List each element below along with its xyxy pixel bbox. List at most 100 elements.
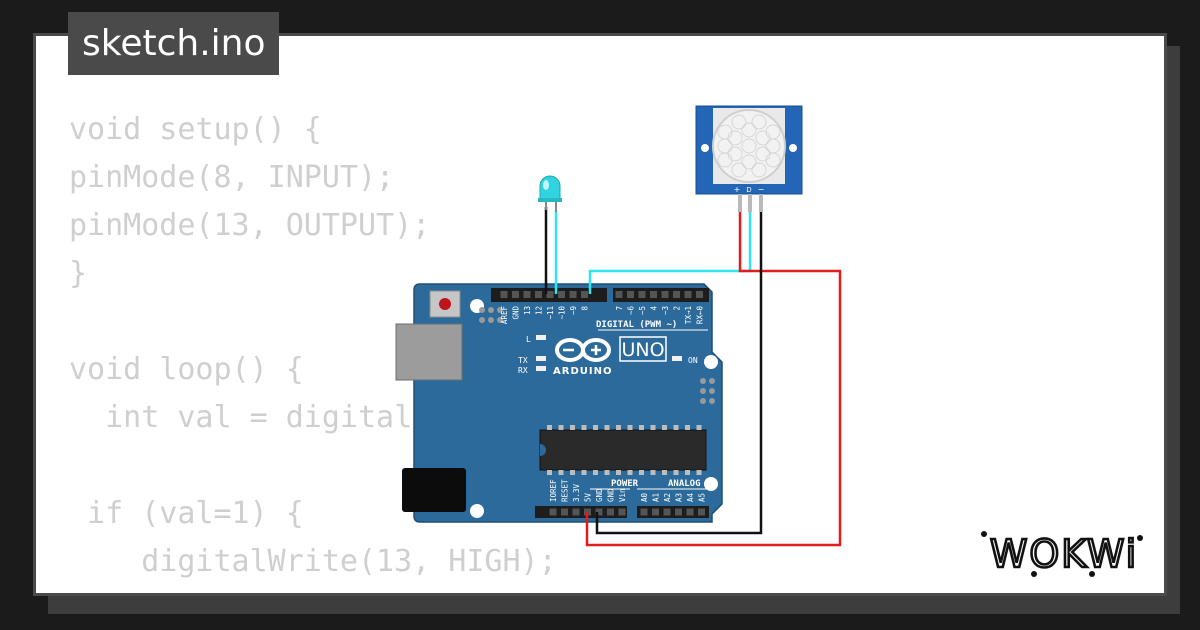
dome-facet [717, 124, 733, 140]
digital-pin-label: 4 [650, 306, 659, 311]
power-header [535, 506, 627, 518]
pin-socket [535, 291, 542, 298]
mount-hole [789, 144, 797, 152]
dome-facet [741, 138, 757, 154]
pin-socket [595, 508, 603, 516]
pin-socket [549, 508, 557, 516]
pir-pin [759, 194, 763, 212]
pir-motion-sensor[interactable]: + D − [695, 105, 803, 212]
chip-leg [639, 470, 644, 475]
pir-pin [738, 194, 742, 212]
code-line: void setup() { [69, 112, 322, 147]
wokwi-logo: WOKWi [981, 531, 1143, 577]
on-led [672, 356, 682, 361]
pin-socket [569, 291, 577, 298]
icsp-pin [700, 388, 706, 394]
logo-dot [981, 531, 987, 537]
chip-leg [662, 470, 667, 475]
icsp-pin [497, 307, 503, 313]
icsp-pin [488, 317, 494, 323]
analog-pin-label: A3 [675, 493, 684, 502]
analog-header-label: ANALOG IN [668, 479, 717, 489]
led-rim [538, 198, 562, 202]
digital-pin-label: ~6 [627, 306, 636, 316]
chip-leg [685, 425, 690, 430]
chip-leg [581, 425, 587, 430]
pin-socket [615, 291, 623, 298]
icsp-pin [488, 307, 494, 313]
chip-leg [604, 470, 610, 475]
model-badge [619, 336, 667, 362]
chip-leg [650, 425, 656, 430]
digital-pin-label: TX→1 [684, 306, 693, 324]
digital-pin-label: ~3 [661, 306, 670, 315]
digital-pin-label: GND [512, 306, 521, 320]
microcontroller-chip [539, 429, 707, 471]
digital-pin-label: ~5 [638, 306, 647, 315]
analog-pin-sockets [640, 508, 705, 516]
power-pin-label: 5V [584, 492, 593, 502]
wire-cyan-sensor [588, 212, 752, 294]
pin-socket [618, 508, 626, 516]
code-line: if (val=1) { [69, 496, 304, 531]
pin-socket [663, 508, 671, 516]
mount-hole [704, 355, 718, 369]
led[interactable] [538, 175, 562, 212]
digital-pin-label: ~11 [546, 306, 555, 320]
pir-dome-facets [717, 114, 781, 178]
analog-pin-label: A1 [652, 493, 661, 502]
chip-leg [547, 425, 552, 430]
digital-pin-label: 13 [523, 306, 532, 315]
chip-leg [616, 470, 621, 475]
digital-pin-label: ~9 [569, 306, 578, 315]
icsp-header [479, 307, 503, 323]
digital-pin-label: AREF [500, 306, 509, 325]
analog-pin-label: A4 [686, 492, 695, 502]
dome-facet [741, 154, 757, 170]
pin-socket [638, 291, 646, 298]
logo-dot [1031, 571, 1037, 577]
icsp-pin [479, 307, 485, 313]
file-tab[interactable]: sketch.ino [68, 12, 280, 75]
wokwi-logo-text: WOKWi [990, 532, 1138, 576]
tx-led-label: TX [518, 356, 528, 365]
pin-socket [558, 291, 565, 298]
pir-pin-label: − [758, 185, 765, 194]
digital-pin-label: RX←0 [696, 306, 705, 325]
dome-facet [731, 114, 747, 130]
digital-pin-label: ~10 [558, 306, 567, 320]
wire-black-ground [595, 212, 763, 535]
power-pin-label: IOREF [549, 479, 558, 502]
mount-hole [470, 504, 484, 518]
mount-hole [704, 477, 718, 491]
chip-leg [570, 470, 575, 475]
icsp-pin [700, 378, 706, 384]
pin-socket [627, 291, 634, 298]
code-line: pinMode(13, OUTPUT); [69, 208, 431, 243]
dome-facet [741, 122, 757, 138]
power-pin-label: 3.3V [572, 483, 581, 502]
pir-dome [712, 109, 786, 183]
pin-socket [581, 291, 588, 298]
chip-leg [570, 425, 575, 430]
led-lens [539, 175, 561, 201]
arduino-infinity-logo [555, 338, 611, 362]
digital-pin-label: 8 [581, 306, 590, 311]
dome-facet [765, 124, 781, 140]
mount-hole [701, 144, 709, 152]
dome-facet [751, 114, 767, 130]
code-line: } [69, 256, 88, 291]
chip-leg [593, 425, 598, 430]
icsp-pin [479, 317, 485, 323]
pin-socket [607, 508, 614, 516]
chip-leg [581, 470, 587, 475]
chip-leg [696, 425, 702, 430]
pin-socket [675, 508, 682, 516]
chip-leg [650, 470, 656, 475]
on-led-label: ON [688, 356, 698, 365]
chip-leg [696, 470, 702, 475]
chip-leg [547, 470, 552, 475]
